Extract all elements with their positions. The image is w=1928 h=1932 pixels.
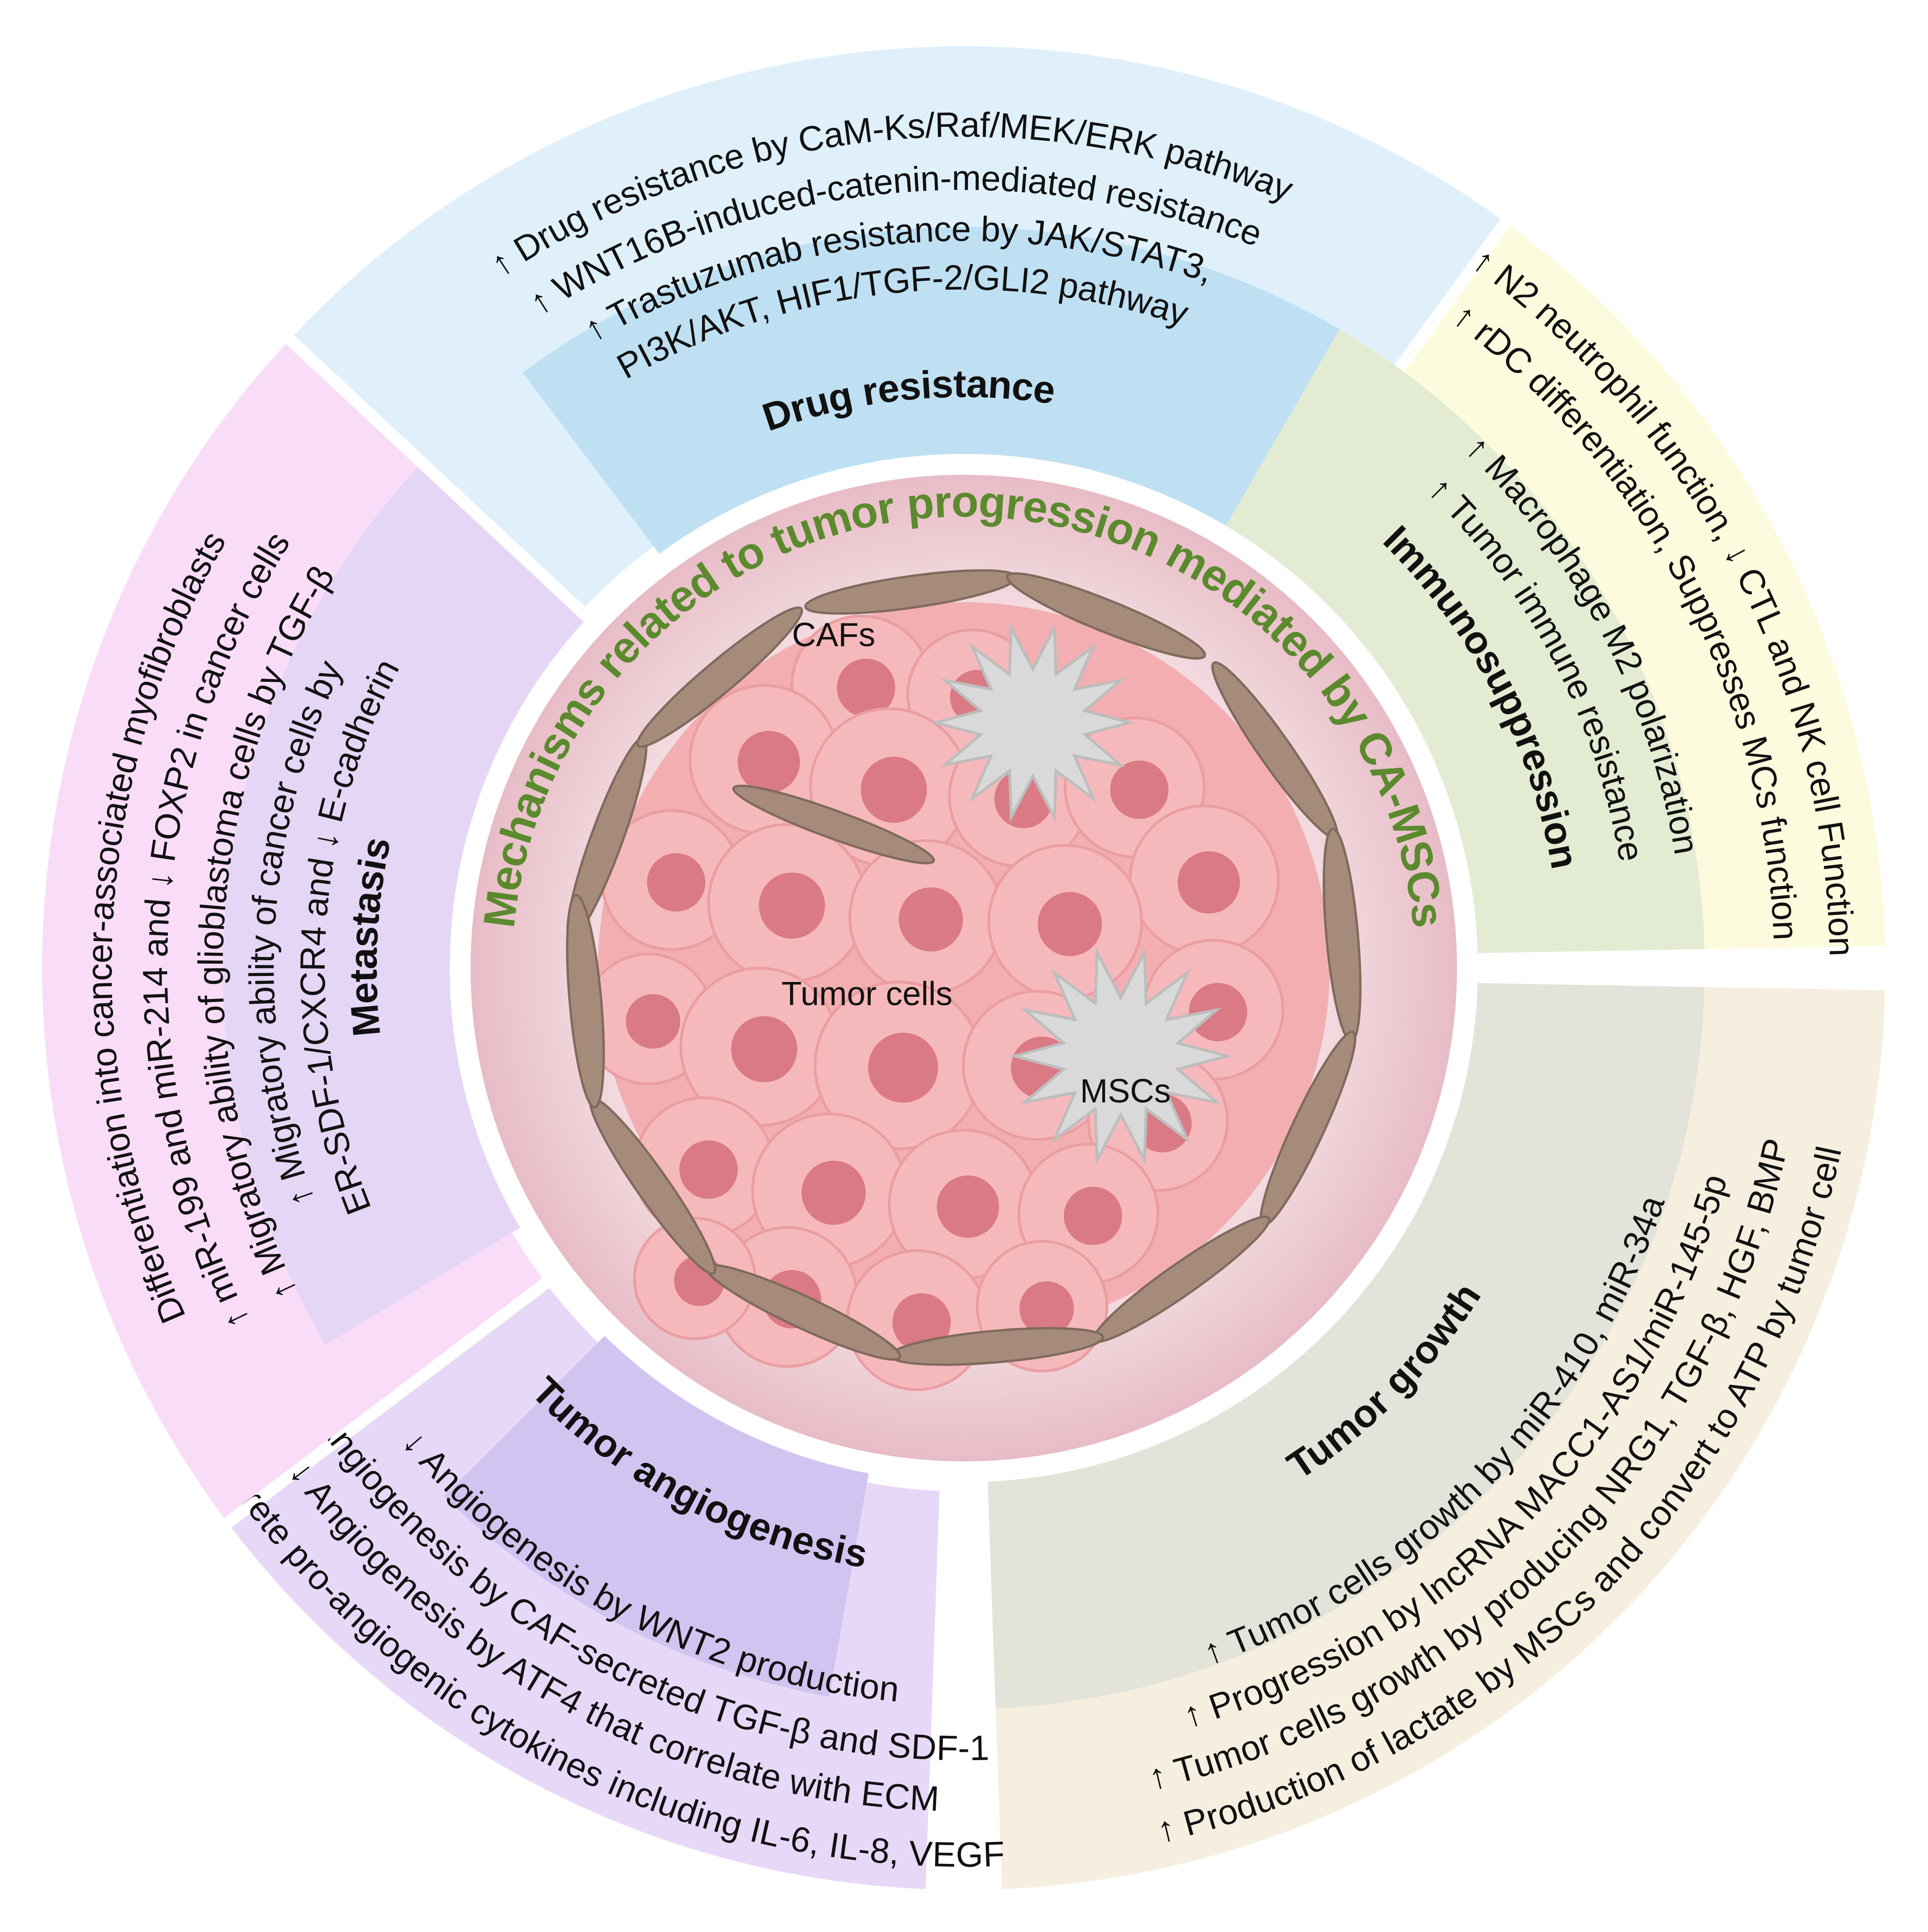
tumor-cell-nucleus [1110, 761, 1168, 819]
center-layer: Mechanisms related to tumor progression … [471, 475, 1457, 1461]
sector-inner-band [987, 983, 1705, 1709]
tumor-cell-cluster-illustration [566, 569, 1362, 1391]
msc-cell [1009, 947, 1233, 1165]
tumor-cell-nucleus [1037, 892, 1102, 957]
msc-cell [930, 622, 1136, 823]
label-cafs: CAFs [792, 617, 875, 654]
caf-cell [636, 606, 803, 748]
tumor-cell-nucleus [1064, 1187, 1122, 1245]
sector-drug-resistance: Drug resistance↑ Drug resistance by CaM-… [294, 46, 1501, 607]
caf-cell [566, 894, 605, 1109]
tumor-cell-nucleus [936, 1175, 999, 1238]
tumor-cell-nucleus [1019, 1281, 1074, 1336]
tumor-cell-nucleus [1177, 851, 1240, 914]
sector-inner-band [1226, 329, 1705, 953]
caf-cell [732, 784, 935, 865]
tumor-cell-nucleus [860, 756, 927, 823]
tumor-cell-nucleus [731, 1016, 798, 1082]
tumor-cell-nucleus [868, 1032, 938, 1103]
tumor-cell-nucleus [679, 1140, 738, 1199]
tumor-cell-nucleus [801, 1160, 866, 1225]
label-tumor-cells: Tumor cells [781, 975, 952, 1013]
tumor-cell-nucleus [647, 853, 705, 912]
sector-inner-band [522, 227, 1394, 554]
caf-cell [1006, 572, 1206, 660]
tumor-cell-nucleus [837, 659, 895, 717]
label-mscs: MSCs [1080, 1073, 1171, 1110]
sector-tumor-growth: Tumor growth↑ Production of lactate by M… [987, 983, 1885, 1889]
sector-inner-band [444, 1336, 869, 1697]
tumor-cell-nucleus [1189, 983, 1247, 1041]
tumor-cell-nucleus [626, 994, 680, 1049]
tumor-cell-nucleus [737, 730, 800, 793]
tumor-cell-nucleus [898, 887, 963, 952]
sector-inner-band [222, 467, 584, 1345]
tumor-cell-nucleus [892, 1293, 951, 1352]
tumor-cell-nucleus [759, 872, 825, 939]
